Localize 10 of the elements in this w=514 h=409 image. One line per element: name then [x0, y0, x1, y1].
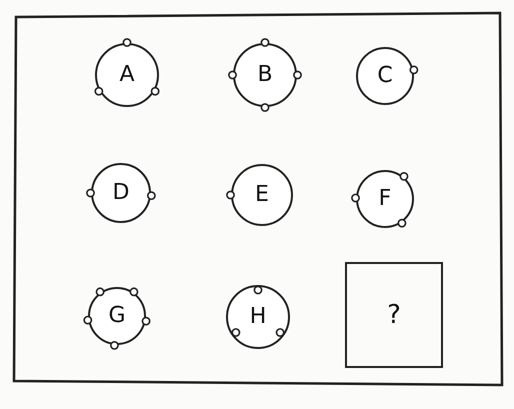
figure-letter: B: [257, 64, 273, 86]
figure-letter: C: [377, 65, 393, 87]
figure-letter: D: [112, 182, 130, 204]
figure-letter: G: [108, 305, 126, 327]
figure-letter: F: [378, 188, 392, 210]
answer-box: [345, 262, 443, 368]
question-mark: ?: [387, 302, 401, 328]
figure-letter: E: [255, 184, 269, 206]
figure-letter: A: [119, 64, 135, 86]
figure-letter: H: [250, 306, 266, 328]
